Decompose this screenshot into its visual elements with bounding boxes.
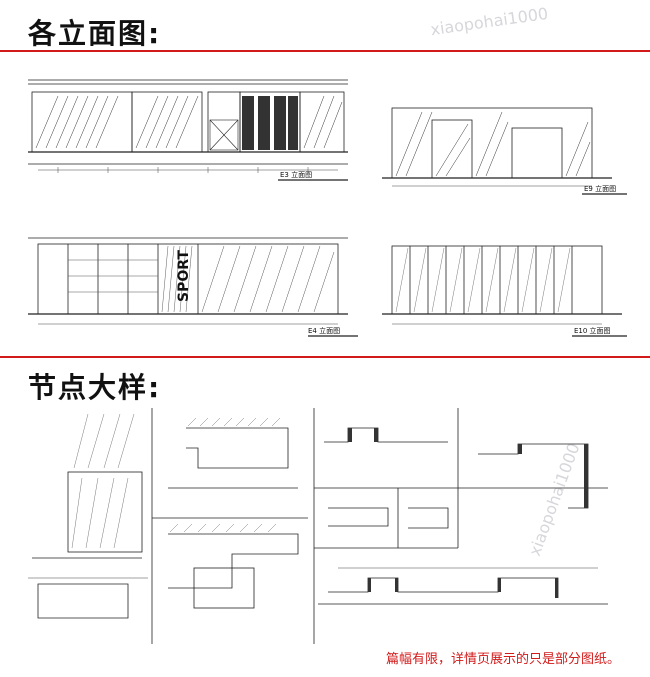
e10-label: E10 立面图 [574, 326, 611, 335]
section-title-details: 节点大样: [28, 371, 162, 404]
e9-label: E9 立面图 [584, 184, 616, 193]
sport-sign-text: SPORT [176, 250, 192, 302]
drawing-e4-elevation: SPORT E4 立面图 [18, 232, 358, 347]
e3-label: E3 立面图 [280, 170, 312, 179]
drawing-e3-elevation: E3 立面图 [18, 72, 358, 190]
section-title-elevations: 各立面图: [28, 17, 162, 50]
detail-drawings-sheet [18, 408, 634, 644]
footnote-text: 篇幅有限，详情页展示的只是部分图纸。 [385, 652, 620, 667]
drawing-e10-elevation: E10 立面图 [372, 232, 632, 347]
watermark-text: xiaopohai1000 [429, 3, 550, 40]
section-divider-top [0, 50, 650, 52]
section-divider-middle [0, 356, 650, 358]
drawing-e9-elevation: E9 立面图 [372, 98, 632, 204]
e4-label: E4 立面图 [308, 326, 340, 335]
